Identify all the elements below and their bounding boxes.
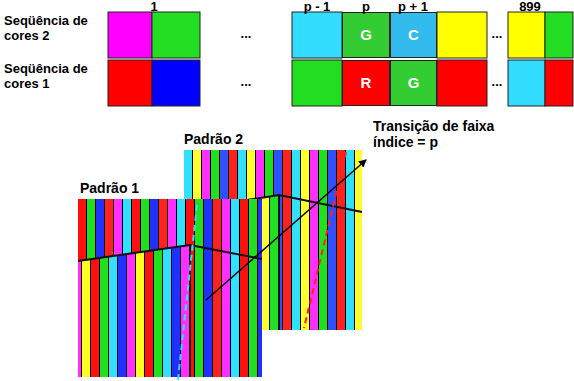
ellipsis: ... [231, 75, 261, 90]
ellipsis: ... [231, 27, 261, 42]
index-number: p - 1 [292, 0, 342, 15]
cell-letter: R [361, 75, 372, 92]
cell-letter: C [408, 27, 419, 44]
index-number: 1 [134, 0, 174, 15]
pattern-label: Padrão 2 [184, 131, 279, 147]
row-label: Seqüência de cores 1 [4, 62, 88, 92]
color-cell: G [342, 12, 390, 58]
pattern-1-image [78, 199, 262, 377]
dashed-line [178, 205, 197, 380]
transition-label: Transição de faixa índice = p [373, 118, 523, 150]
cell-letter: G [360, 27, 372, 44]
color-cell: C [390, 12, 437, 58]
index-number: 899 [510, 0, 550, 15]
cell-letter: G [408, 75, 420, 92]
color-sequence-2 [108, 12, 573, 58]
color-cell: R [342, 60, 390, 106]
color-sequence-1 [108, 60, 573, 106]
ellipsis: ... [486, 75, 508, 90]
ellipsis: ... [486, 27, 508, 42]
pattern-label: Padrão 1 [80, 180, 175, 196]
pointer-arrow [206, 160, 366, 300]
row-label: Seqüência de cores 2 [4, 14, 88, 44]
dashed-line [304, 152, 346, 328]
index-number: p [351, 0, 381, 15]
color-cell: G [390, 60, 437, 106]
index-number: p + 1 [388, 0, 438, 15]
